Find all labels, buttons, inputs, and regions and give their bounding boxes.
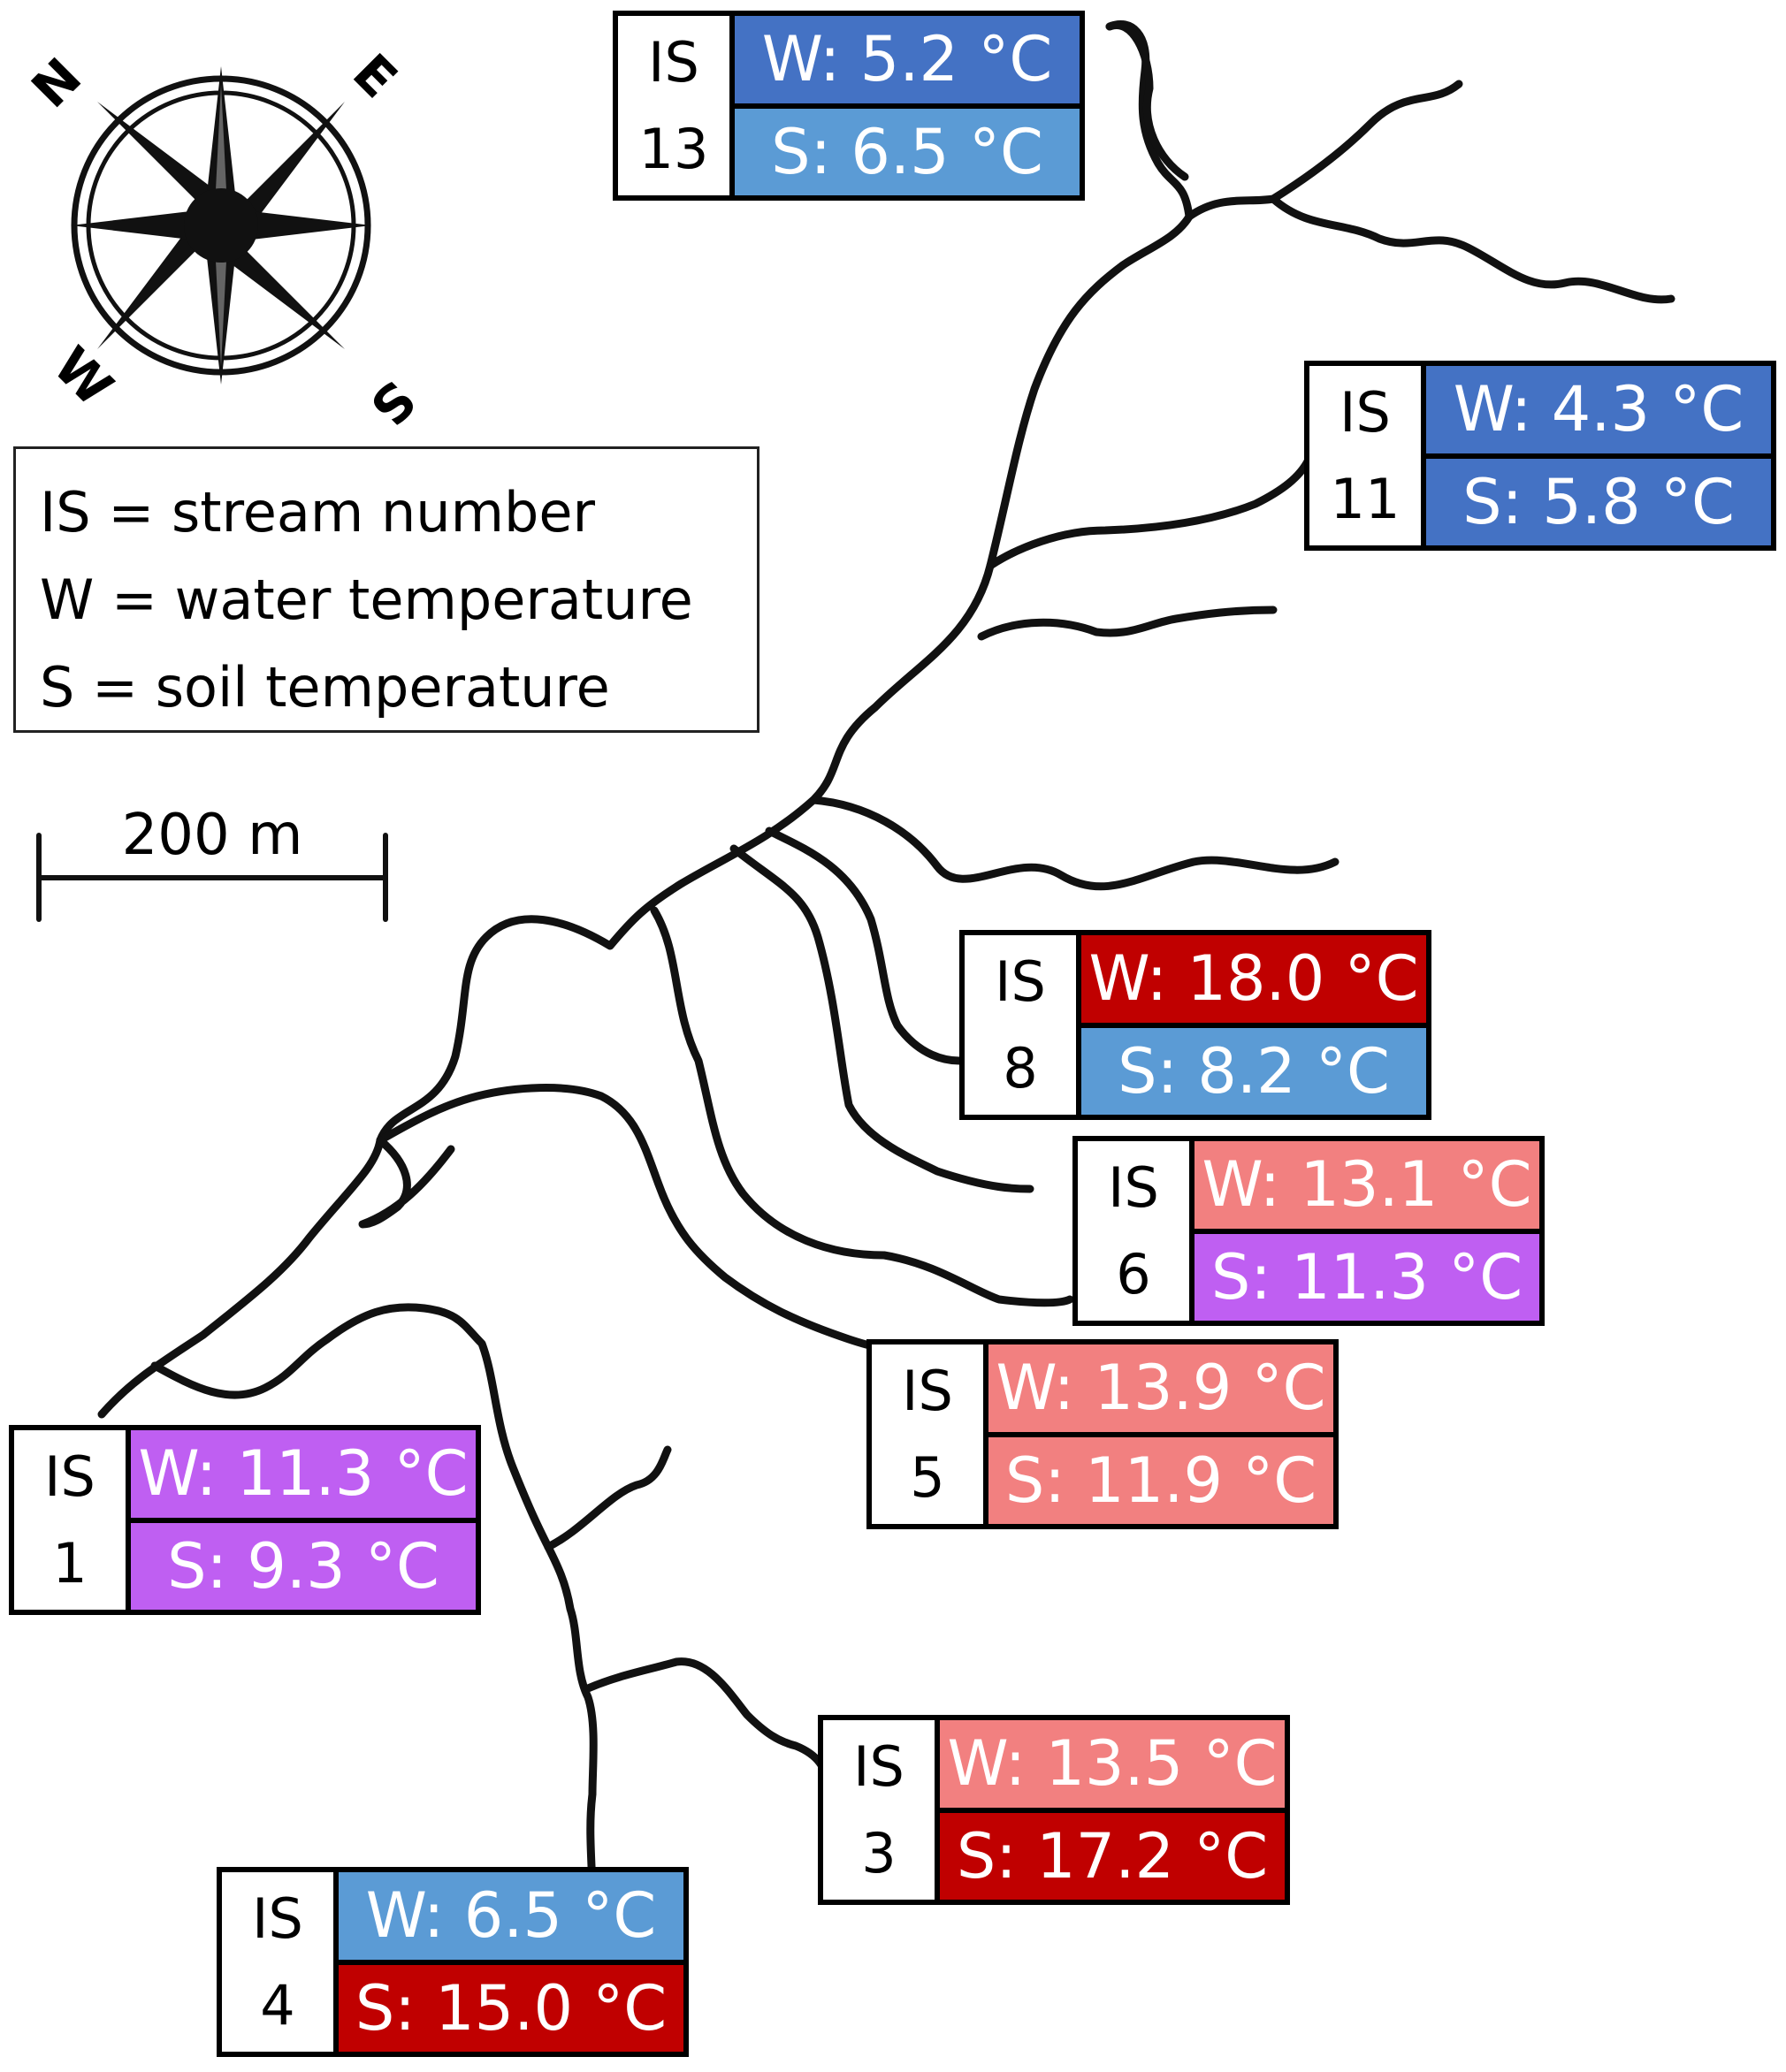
stream-branch-is6	[650, 906, 1074, 1307]
stream-branch-is8	[765, 827, 964, 1065]
legend-is: IS = stream number	[40, 480, 595, 545]
compass-center	[184, 188, 258, 263]
soil-temperature: S: 15.0 °C	[339, 1964, 683, 2052]
station-is3: IS 3 W: 13.5 °C S: 17.2 °C	[818, 1715, 1290, 1905]
water-temperature: W: 5.2 °C	[735, 16, 1080, 103]
stream-ne-branch	[1269, 194, 1675, 304]
legend-box: IS = stream number W = water temperature…	[13, 446, 759, 733]
legend-w: W = water temperature	[40, 568, 693, 632]
stream-branch-east-small	[544, 1445, 672, 1551]
soil-temperature: S: 11.9 °C	[988, 1436, 1333, 1524]
station-id-label: IS	[44, 1444, 95, 1509]
station-number: 6	[1116, 1241, 1151, 1306]
station-id: IS 3	[823, 1720, 935, 1900]
soil-temperature: S: 8.2 °C	[1081, 1027, 1426, 1115]
water-temperature: W: 11.3 °C	[131, 1430, 476, 1518]
water-temperature: W: 13.5 °C	[940, 1720, 1285, 1808]
station-id-label: IS	[995, 948, 1046, 1014]
stream-branch-is11	[986, 455, 1313, 570]
water-temperature: W: 18.0 °C	[1081, 935, 1426, 1023]
station-id-label: IS	[902, 1358, 953, 1423]
compass-north-label: N	[20, 47, 93, 119]
stream-east-branch-low	[809, 796, 1340, 891]
soil-temperature: S: 11.3 °C	[1194, 1233, 1539, 1321]
station-id-label: IS	[252, 1885, 303, 1951]
station-id: IS 1	[14, 1430, 126, 1610]
station-is11: IS 11 W: 4.3 °C S: 5.8 °C	[1304, 361, 1776, 551]
stream-upper-fork	[1185, 80, 1463, 221]
water-temperature: W: 4.3 °C	[1426, 366, 1771, 453]
compass-east-label: E	[341, 42, 408, 110]
scale-bar-label: 200 m	[121, 803, 303, 868]
scale-bar	[36, 833, 388, 922]
water-temperature: W: 6.5 °C	[339, 1872, 683, 1960]
station-number: 8	[1003, 1035, 1038, 1101]
station-id: IS 5	[872, 1345, 983, 1524]
station-id: IS 11	[1309, 366, 1421, 545]
compass-rose-icon: N E S W	[20, 42, 427, 438]
stream-west-side	[358, 1136, 455, 1229]
soil-temperature: S: 17.2 °C	[940, 1812, 1285, 1900]
station-id: IS 4	[222, 1872, 333, 2052]
soil-temperature: S: 9.3 °C	[131, 1522, 476, 1610]
station-number: 1	[52, 1530, 88, 1596]
stream-east-branch-mid	[977, 606, 1278, 641]
station-number: 3	[861, 1820, 897, 1885]
station-id: IS 6	[1078, 1141, 1189, 1321]
water-temperature: W: 13.9 °C	[988, 1345, 1333, 1432]
stream-branch-is8b	[729, 844, 1034, 1193]
water-temperature: W: 13.1 °C	[1194, 1141, 1539, 1229]
compass-west-label: W	[42, 335, 124, 417]
legend-s: S = soil temperature	[40, 655, 610, 720]
soil-temperature: S: 5.8 °C	[1426, 458, 1771, 545]
stream-branch-is1-loop	[150, 1303, 553, 1551]
station-id-label: IS	[648, 29, 699, 95]
soil-temperature: S: 6.5 °C	[735, 108, 1080, 195]
compass-south-label: S	[358, 369, 427, 438]
station-number: 11	[1330, 466, 1401, 531]
station-is8: IS 8 W: 18.0 °C S: 8.2 °C	[959, 930, 1431, 1120]
stream-branch-is13	[1105, 21, 1189, 181]
station-is6: IS 6 W: 13.1 °C S: 11.3 °C	[1072, 1136, 1545, 1326]
station-is5: IS 5 W: 13.9 °C S: 11.9 °C	[866, 1339, 1339, 1529]
station-number: 13	[638, 116, 709, 181]
station-id-label: IS	[853, 1733, 904, 1799]
station-id: IS 13	[618, 16, 729, 195]
stream-branch-is3	[584, 1657, 834, 1794]
station-id-label: IS	[1340, 379, 1391, 445]
station-id: IS 8	[965, 935, 1076, 1115]
station-is4: IS 4 W: 6.5 °C S: 15.0 °C	[217, 1867, 689, 2057]
station-number: 4	[260, 1972, 295, 2038]
stream-branch-south	[544, 1543, 598, 1901]
stream-branch-is5	[376, 1084, 889, 1352]
station-number: 5	[910, 1444, 945, 1510]
station-id-label: IS	[1108, 1154, 1159, 1220]
stream-network	[97, 20, 1675, 1901]
station-is1: IS 1 W: 11.3 °C S: 9.3 °C	[9, 1425, 481, 1615]
station-is13: IS 13 W: 5.2 °C S: 6.5 °C	[613, 11, 1085, 201]
stream-main-channel	[97, 20, 1194, 1419]
